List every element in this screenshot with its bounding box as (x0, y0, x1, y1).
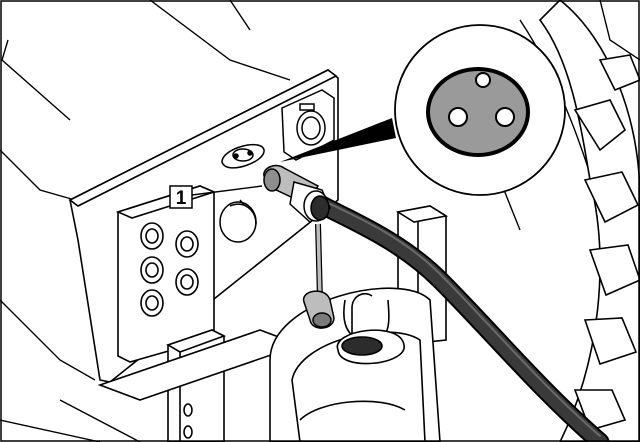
cable (312, 195, 610, 442)
socket-pin-detail-icon (394, 24, 566, 196)
detail-pointer (280, 118, 396, 162)
callout-1: 1 (169, 185, 193, 209)
small-socket (221, 143, 265, 169)
tank (269, 287, 441, 442)
connector-plug (263, 164, 335, 329)
callout-1-number: 1 (176, 188, 187, 209)
tyre (538, 0, 640, 442)
top-socket (281, 89, 335, 161)
callout-1-box (169, 185, 193, 209)
rotary-knob (219, 199, 257, 243)
callout-leader (191, 185, 263, 196)
